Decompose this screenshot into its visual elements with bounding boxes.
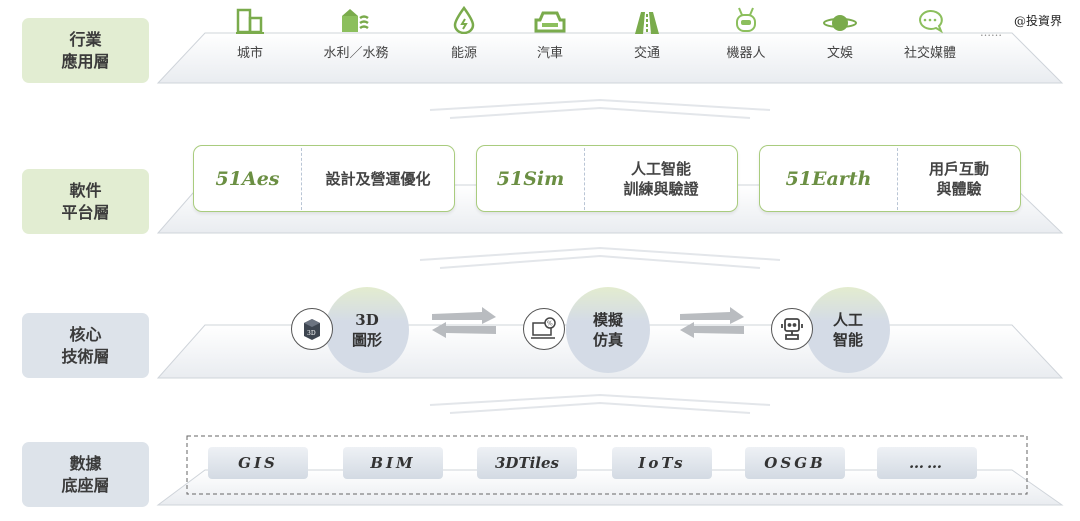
industry-label: 機器人 xyxy=(726,46,766,61)
layer-label-core: 核心 技術層 xyxy=(22,313,149,378)
chat-icon xyxy=(888,6,972,34)
industry-item-robot: 機器人 xyxy=(706,6,786,61)
industry-item-social-media: 社交媒體 xyxy=(888,6,972,61)
industry-label: 社交媒體 xyxy=(903,46,956,61)
data-format-3dtiles: 3DTiles xyxy=(477,447,577,479)
product-name: 51Earth xyxy=(760,147,898,210)
core-tech-simulation: 模擬 仿真 xyxy=(566,287,650,373)
industry-item-water: 水利／水務 xyxy=(306,6,406,61)
product-desc: 用戶互動 與體驗 xyxy=(928,159,989,198)
core-tech-ai: 人工 智能 xyxy=(806,287,890,373)
product-name: 51Aes xyxy=(194,147,302,210)
industry-label: 文娛 xyxy=(826,46,853,61)
car-icon xyxy=(510,6,590,34)
layer-label-application: 行業 應用層 xyxy=(22,18,149,83)
data-dashed-frame xyxy=(186,435,1028,495)
industry-item-traffic: 交通 xyxy=(607,6,687,61)
industry-label: 能源 xyxy=(450,46,477,61)
layer-chevrons xyxy=(419,98,781,414)
data-format-gis: GIS xyxy=(208,447,308,479)
watermark: @投資界 xyxy=(1013,14,1062,28)
industry-label: 城市 xyxy=(236,46,263,61)
data-format-iots: IoTs xyxy=(612,447,712,479)
exchange-arrows xyxy=(432,307,744,338)
product-name: 51Sim xyxy=(477,147,585,210)
industry-label: 交通 xyxy=(633,46,660,61)
product-desc: 設計及營運優化 xyxy=(325,169,431,188)
product-desc: 人工智能 訓練與驗證 xyxy=(623,159,699,198)
industry-item-entertainment: 文娛 xyxy=(800,6,880,61)
data-format-osgb: OSGB xyxy=(745,447,845,479)
robot-icon xyxy=(706,6,786,34)
core-tech-3d-graphics: 3D 圖形 xyxy=(325,287,409,373)
svg-text:3D: 3D xyxy=(307,330,316,337)
road-icon xyxy=(607,6,687,34)
data-format-more: …… xyxy=(877,447,977,479)
layer-label-software: 軟件 平台層 xyxy=(22,169,149,234)
svg-text:%: % xyxy=(547,321,553,328)
application-platform xyxy=(156,32,1064,84)
industry-more: …… xyxy=(980,26,1002,39)
simulation-icon: % xyxy=(523,308,565,350)
water-facility-icon xyxy=(306,6,406,34)
data-format-bim: BIM xyxy=(343,447,443,479)
energy-drop-icon xyxy=(424,6,504,34)
product-card-51earth: 51Earth 用戶互動 與體驗 xyxy=(759,145,1021,212)
industry-label: 汽車 xyxy=(536,46,563,61)
planet-icon xyxy=(800,6,880,34)
3d-cube-icon: 3D xyxy=(291,308,333,350)
industry-item-energy: 能源 xyxy=(424,6,504,61)
industry-item-city: 城市 xyxy=(210,6,290,61)
industry-item-car: 汽車 xyxy=(510,6,590,61)
industry-label: 水利／水務 xyxy=(323,46,389,61)
layer-label-data: 數據 底座層 xyxy=(22,442,149,507)
product-card-51aes: 51Aes 設計及營運優化 xyxy=(193,145,455,212)
product-card-51sim: 51Sim 人工智能 訓練與驗證 xyxy=(476,145,738,212)
building-icon xyxy=(210,6,290,34)
robot-icon xyxy=(771,308,813,350)
